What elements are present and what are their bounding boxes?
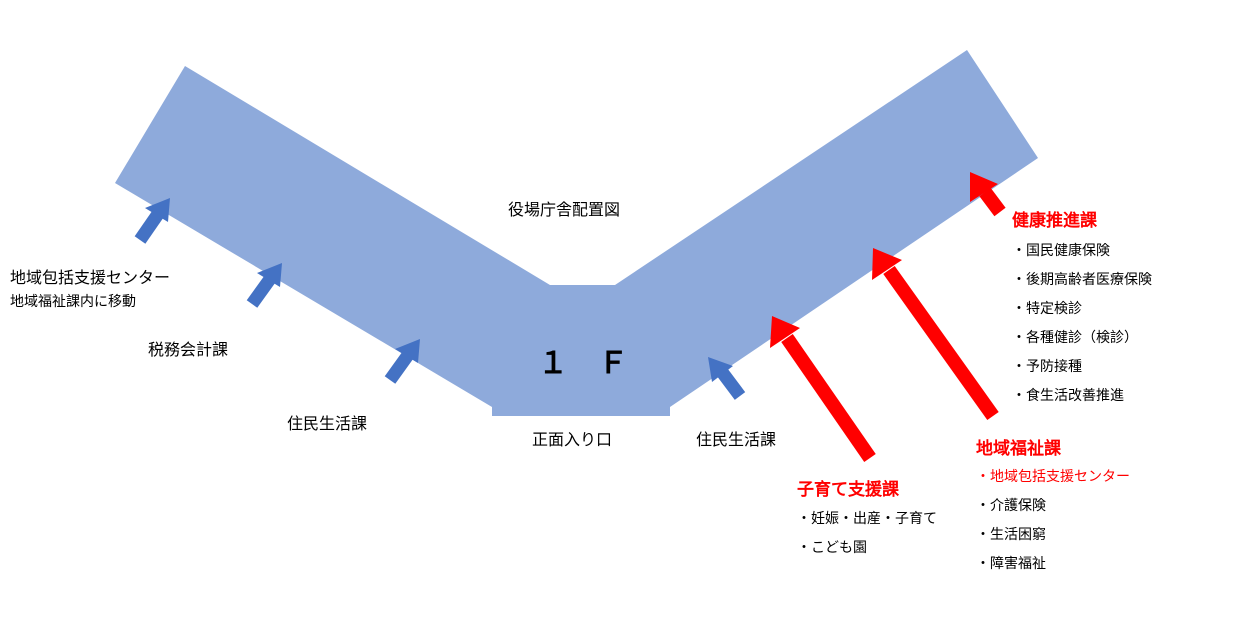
residents-right-label: 住民生活課 [696, 430, 777, 449]
center-note: 地域福祉課内に移動 [10, 294, 136, 310]
kosodate-title: 子育て支援課 [797, 480, 899, 500]
tax-label: 税務会計課 [148, 340, 229, 359]
blue-arrow-center [134, 198, 170, 244]
floor-label: １Ｆ [538, 346, 658, 381]
building-shape [115, 50, 1038, 416]
list-item: 食生活改善推進 [1012, 385, 1152, 414]
entrance-label: 正面入り口 [532, 430, 613, 449]
kenko-list: 国民健康保険 後期高齢者医療保険 特定検診 各種健診（検診） 予防接種 食生活改… [1012, 240, 1152, 414]
list-item: こども園 [797, 537, 937, 566]
kenko-title: 健康推進課 [1012, 211, 1097, 231]
list-item: 地域包括支援センター [976, 466, 1130, 495]
list-item: 特定検診 [1012, 298, 1152, 327]
list-item: 妊娠・出産・子育て [797, 508, 937, 537]
list-item: 生活困窮 [976, 524, 1130, 553]
center-label: 地域包括支援センター [10, 268, 171, 287]
blue-arrow-tax [246, 263, 282, 308]
blue-arrow-residents-right [708, 357, 746, 400]
red-arrow-kosodate [770, 316, 876, 462]
list-item: 障害福祉 [976, 553, 1130, 582]
list-item: 後期高齢者医療保険 [1012, 269, 1152, 298]
fukushi-list: 地域包括支援センター 介護保険 生活困窮 障害福祉 [976, 466, 1130, 582]
list-item: 介護保険 [976, 495, 1130, 524]
blue-arrow-residents-left [384, 339, 420, 384]
page-title: 役場庁舎配置図 [508, 200, 621, 219]
list-item: 国民健康保険 [1012, 240, 1152, 269]
list-item: 各種健診（検診） [1012, 327, 1152, 356]
kosodate-list: 妊娠・出産・子育て こども園 [797, 508, 937, 566]
fukushi-title: 地域福祉課 [976, 439, 1061, 459]
red-arrow-fukushi [872, 248, 999, 421]
residents-left-label: 住民生活課 [287, 414, 368, 433]
red-arrow-kenko [970, 172, 1006, 217]
list-item: 予防接種 [1012, 356, 1152, 385]
